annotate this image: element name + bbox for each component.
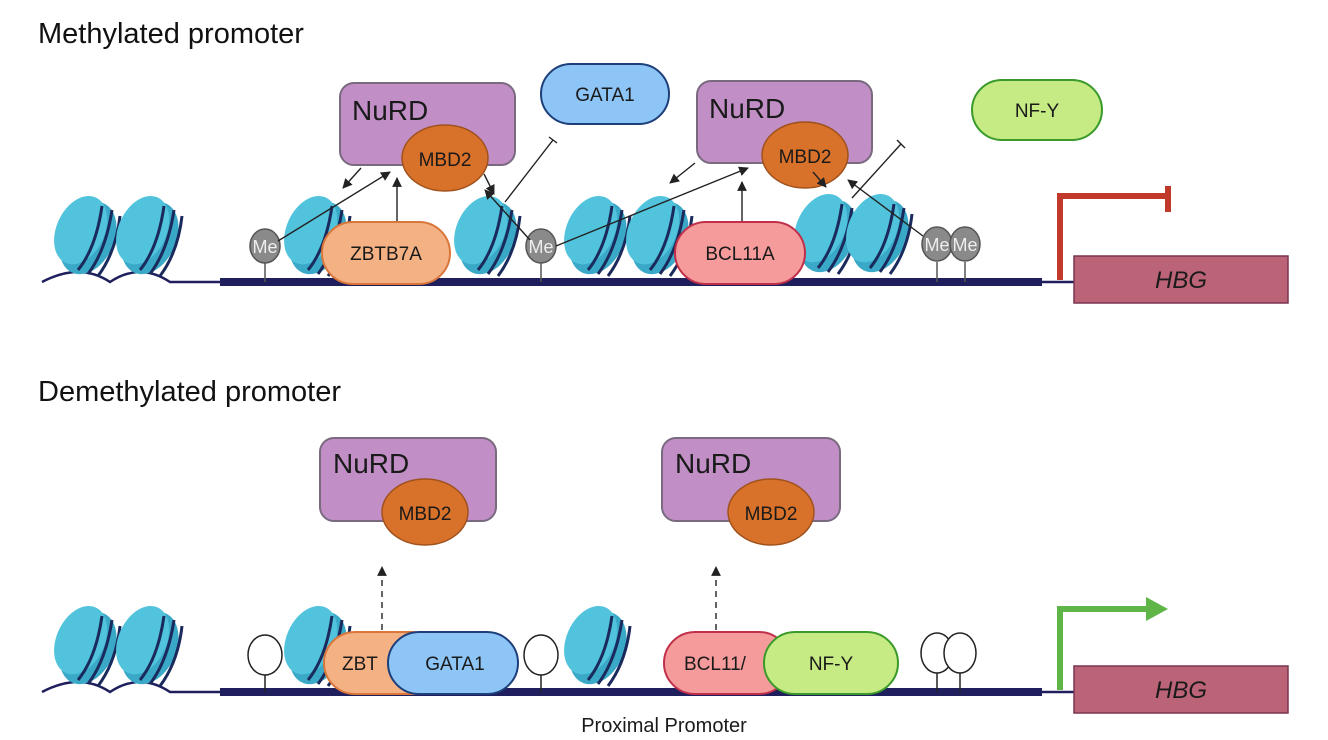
svg-text:GATA1: GATA1: [575, 85, 634, 106]
factor-bcl11a: BCL11/: [663, 631, 791, 695]
svg-text:NF-Y: NF-Y: [1015, 101, 1060, 122]
factor-nfy: NF-Y: [763, 631, 899, 695]
svg-text:Me: Me: [528, 237, 553, 257]
methyl-mark: Me: [921, 226, 953, 282]
nucleosome: [104, 185, 192, 285]
nurd-complex: NuRD MBD2: [339, 82, 516, 192]
release-arrows: [377, 566, 721, 630]
svg-text:BCL11A: BCL11A: [705, 244, 775, 265]
mbd2-subunit: [727, 478, 815, 546]
svg-text:MBD2: MBD2: [419, 150, 472, 171]
nucleosome: [834, 183, 922, 283]
svg-text:NuRD: NuRD: [352, 95, 428, 126]
svg-text:HBG: HBG: [1155, 677, 1207, 704]
nucleosome: [42, 185, 130, 285]
svg-text:ZBT: ZBT: [342, 654, 378, 675]
svg-text:Me: Me: [952, 235, 977, 255]
repressed-tss-icon: [1057, 186, 1171, 280]
panel-demethylated: Demethylated promoter ZBT: [38, 376, 1289, 737]
svg-text:ZBTB7A: ZBTB7A: [350, 244, 422, 265]
mbd2-subunit: [761, 121, 849, 189]
dna-linker: [41, 680, 220, 694]
active-tss-icon: [1057, 597, 1168, 690]
svg-text:Me: Me: [252, 237, 277, 257]
nurd-complex: NuRD MBD2: [319, 437, 497, 546]
panel-methylated: Methylated promoter Me Me Me: [38, 18, 1289, 304]
factor-bcl11a: BCL11A: [674, 221, 806, 285]
svg-text:MBD2: MBD2: [399, 504, 452, 525]
unmethylated-site: [523, 634, 559, 692]
mbd2-subunit: [381, 478, 469, 546]
nucleosome: [104, 595, 192, 695]
svg-text:NuRD: NuRD: [333, 448, 409, 479]
svg-text:BCL11/: BCL11/: [684, 654, 747, 675]
factor-gata1: GATA1: [387, 631, 519, 695]
nurd-complex: NuRD MBD2: [696, 80, 873, 189]
dna-linker: [41, 270, 220, 284]
region-label: Proximal Promoter: [581, 715, 747, 737]
svg-text:NF-Y: NF-Y: [809, 654, 854, 675]
nucleosome: [552, 185, 640, 285]
unmethylated-site: [247, 634, 283, 692]
dna-strand: [220, 688, 1042, 696]
panel-title: Methylated promoter: [38, 18, 304, 50]
methyl-mark: Me: [249, 228, 281, 282]
mbd2-subunit: [401, 124, 489, 192]
gene-hbg: HBG: [1073, 255, 1289, 304]
factor-zbtb7a: ZBTB7A: [321, 221, 451, 285]
methyl-mark: Me: [525, 228, 557, 282]
methyl-mark: Me: [949, 226, 981, 282]
svg-text:NuRD: NuRD: [709, 93, 785, 124]
unmethylated-site: [943, 632, 977, 692]
svg-text:Me: Me: [924, 235, 949, 255]
dna-strand: [220, 278, 1042, 286]
nucleosome: [42, 595, 130, 695]
svg-text:HBG: HBG: [1155, 267, 1207, 294]
nucleosome: [442, 185, 530, 285]
svg-text:GATA1: GATA1: [425, 654, 484, 675]
nurd-complex: NuRD MBD2: [661, 437, 841, 546]
interaction-arrows: [277, 136, 924, 247]
nucleosome: [552, 595, 640, 695]
factor-nfy: NF-Y: [971, 79, 1103, 141]
svg-text:MBD2: MBD2: [779, 147, 832, 168]
panel-title: Demethylated promoter: [38, 376, 341, 408]
svg-text:MBD2: MBD2: [745, 504, 798, 525]
gene-hbg: HBG: [1073, 665, 1289, 714]
svg-text:NuRD: NuRD: [675, 448, 751, 479]
factor-gata1: GATA1: [540, 63, 670, 125]
